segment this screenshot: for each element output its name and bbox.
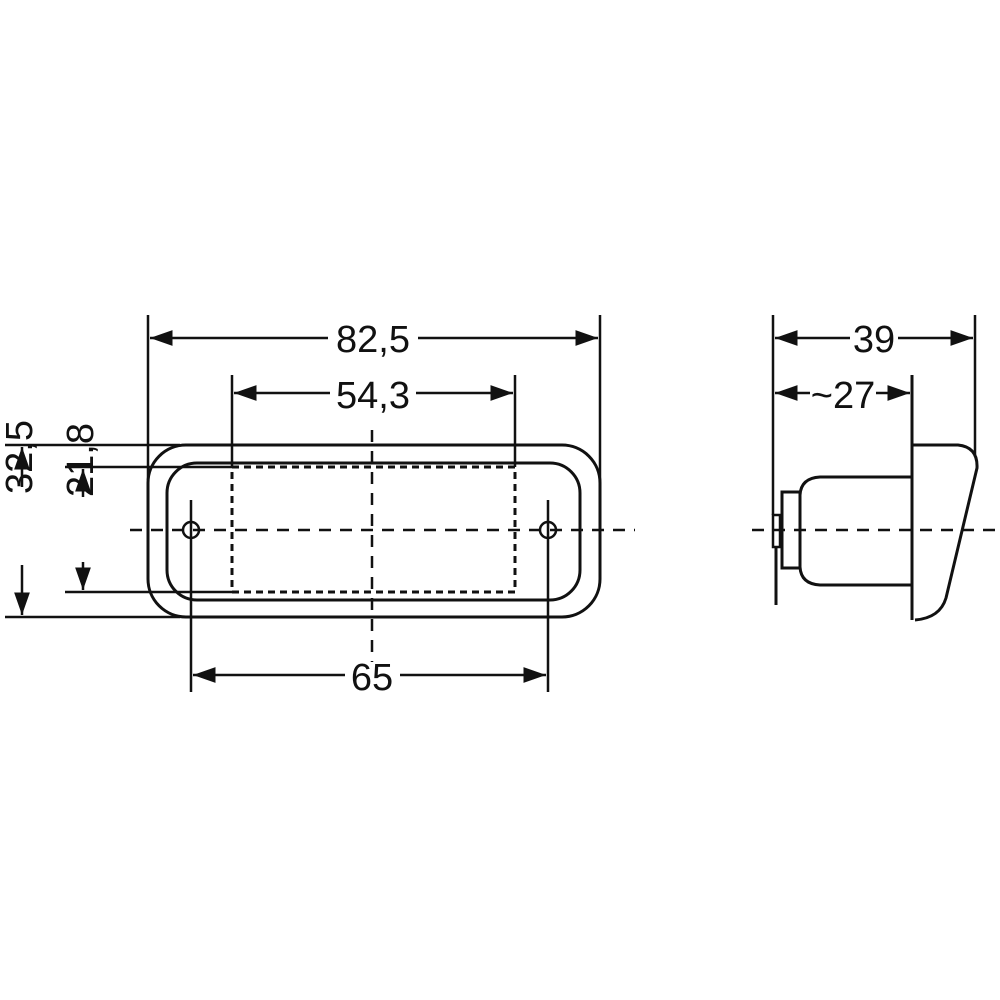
dim-lens-width: 54,3: [336, 375, 410, 417]
dim-overall-width: 82,5: [336, 319, 410, 361]
lens-profile: [912, 443, 979, 622]
front-view: 82,5 54,3 65 32,5 21,8: [0, 315, 635, 699]
dim-overall-height: 32,5: [0, 420, 41, 494]
dim-lens-height: 21,8: [60, 423, 102, 497]
dim-overall-depth: 39: [853, 319, 895, 361]
connector-flange: [780, 490, 802, 570]
housing-inner-outline: [165, 461, 582, 602]
side-view: 39 ~27: [752, 315, 1000, 622]
dim-body-depth: ~27: [811, 375, 875, 417]
dim-hole-spacing: 65: [351, 657, 393, 699]
